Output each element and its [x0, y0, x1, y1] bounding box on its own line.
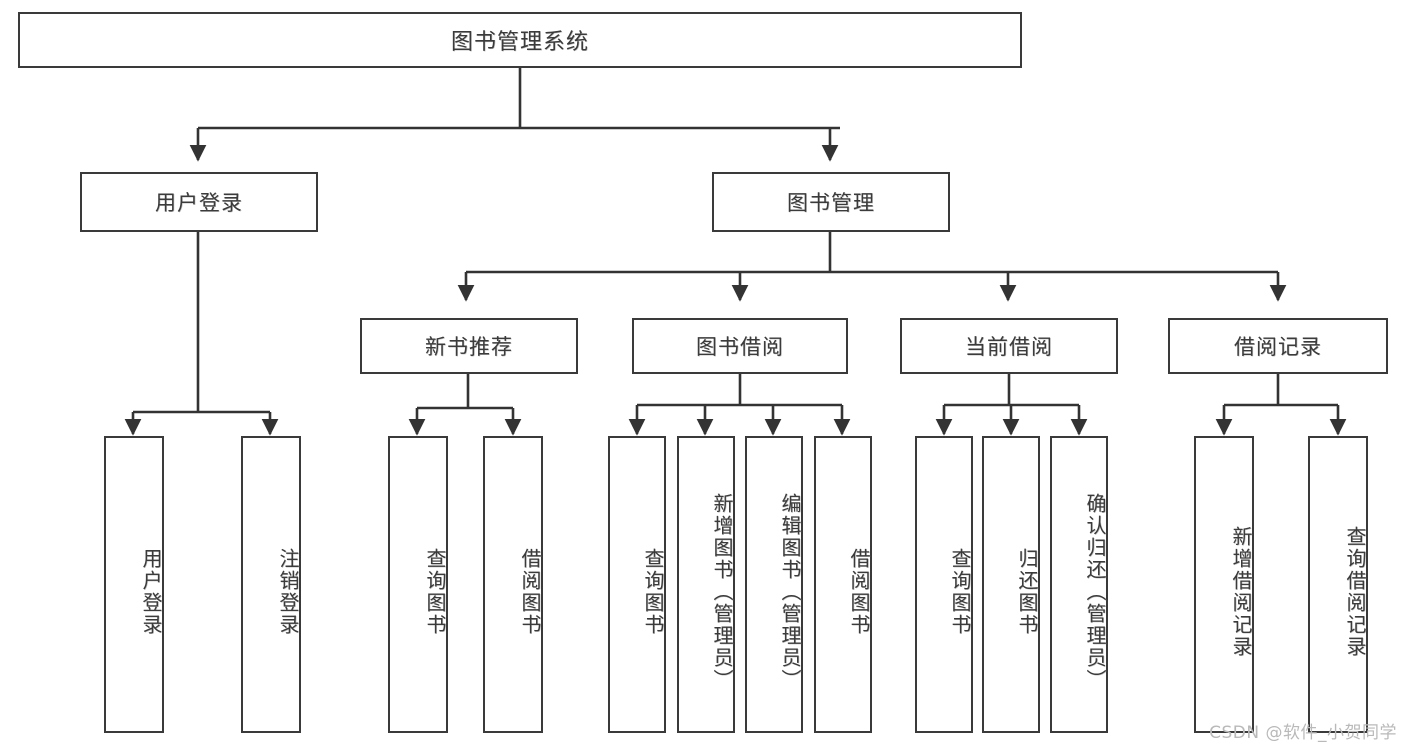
csdn-watermark: CSDN @软件_小贺同学: [1209, 723, 1397, 743]
node-label: 新书推荐: [425, 335, 513, 359]
leaf-query-book-1[interactable]: 查询图书: [388, 436, 448, 733]
leaf-query-borrow-record[interactable]: 查询借阅记录: [1308, 436, 1368, 733]
leaf-borrow-book-1[interactable]: 借阅图书: [483, 436, 543, 733]
node-label: 借阅记录: [1234, 335, 1322, 359]
leaf-add-book-admin[interactable]: 新增图书（管理员）: [677, 436, 735, 733]
node-label: 新增图书（管理员）: [710, 492, 734, 691]
node-current-borrow[interactable]: 当前借阅: [900, 318, 1118, 374]
node-root-book-management-system[interactable]: 图书管理系统: [18, 12, 1022, 68]
node-label: 借阅图书: [518, 547, 542, 636]
node-label: 查询借阅记录: [1343, 525, 1367, 658]
node-label: 借阅图书: [847, 547, 871, 636]
leaf-edit-book-admin[interactable]: 编辑图书（管理员）: [745, 436, 803, 733]
node-label: 图书管理系统: [450, 30, 589, 55]
node-label: 查询图书: [641, 547, 665, 636]
node-label: 用户登录: [139, 547, 163, 636]
node-label: 图书管理: [787, 191, 875, 215]
node-label: 归还图书: [1015, 547, 1039, 636]
node-label: 当前借阅: [965, 335, 1053, 359]
node-label: 用户登录: [155, 191, 243, 215]
leaf-return-book[interactable]: 归还图书: [982, 436, 1040, 733]
leaf-query-book-3[interactable]: 查询图书: [915, 436, 973, 733]
leaf-borrow-book-2[interactable]: 借阅图书: [814, 436, 872, 733]
node-book-borrow[interactable]: 图书借阅: [632, 318, 848, 374]
node-label: 确认归还（管理员）: [1083, 492, 1107, 691]
node-label: 注销登录: [276, 547, 300, 636]
leaf-logout-login[interactable]: 注销登录: [241, 436, 301, 733]
leaf-confirm-return-admin[interactable]: 确认归还（管理员）: [1050, 436, 1108, 733]
leaf-query-book-2[interactable]: 查询图书: [608, 436, 666, 733]
node-borrow-record[interactable]: 借阅记录: [1168, 318, 1388, 374]
node-label: 查询图书: [948, 547, 972, 636]
leaf-add-borrow-record[interactable]: 新增借阅记录: [1194, 436, 1254, 733]
node-label: 查询图书: [423, 547, 447, 636]
node-book-management[interactable]: 图书管理: [712, 172, 950, 232]
node-label: 编辑图书（管理员）: [778, 492, 802, 691]
node-label: 新增借阅记录: [1229, 525, 1253, 658]
node-user-login[interactable]: 用户登录: [80, 172, 318, 232]
node-label: 图书借阅: [696, 335, 784, 359]
leaf-user-login[interactable]: 用户登录: [104, 436, 164, 733]
node-new-book-recommend[interactable]: 新书推荐: [360, 318, 578, 374]
